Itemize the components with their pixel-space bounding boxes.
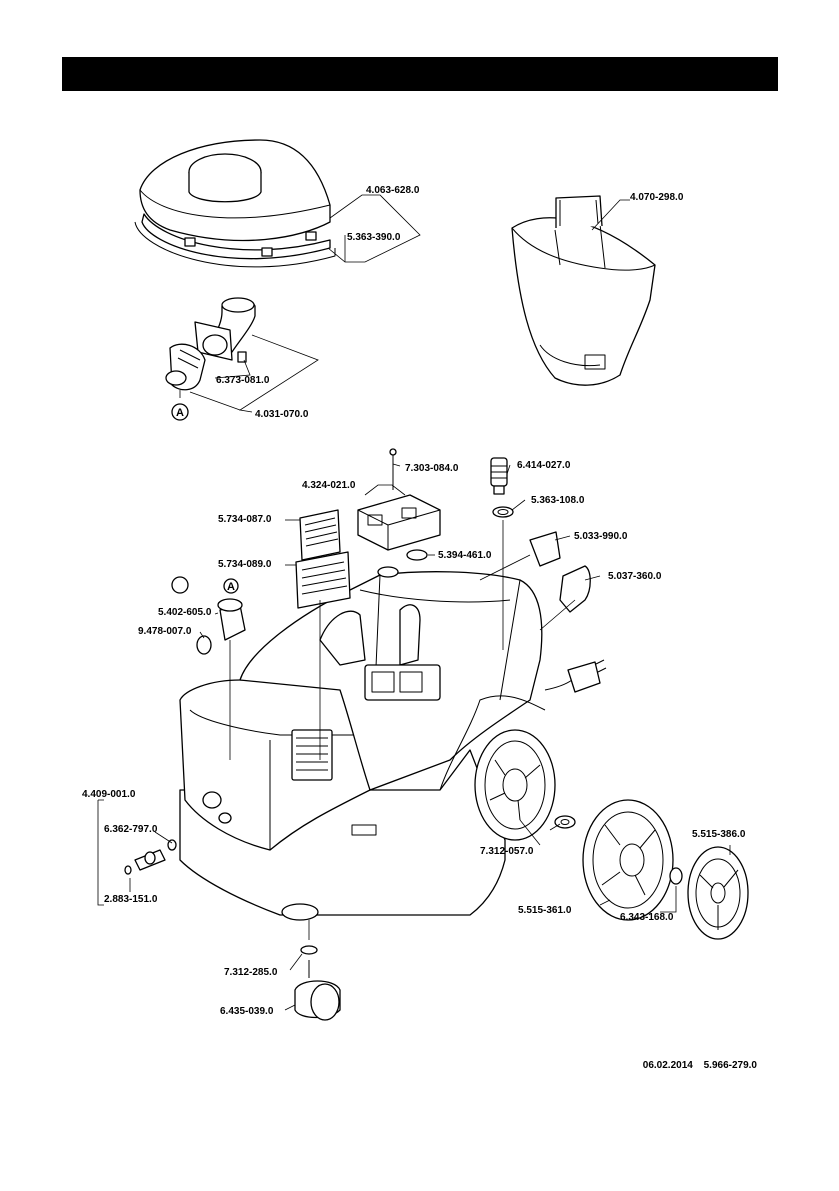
lid-assembly [134, 139, 336, 268]
callout-a-adapter: A [227, 581, 235, 593]
footer-doc-number: 5.966-279.0 [703, 1060, 757, 1071]
dirt-tank-insert [511, 195, 656, 386]
part-label-6414-027: 6.414-027.0 [517, 460, 571, 471]
part-label-9478-007: 9.478-007.0 [138, 626, 192, 637]
small-parts [124, 448, 749, 1021]
document-footer: 06.02.2014 5.966-279.0 [635, 1060, 757, 1071]
part-label-5037-360: 5.037-360.0 [608, 571, 662, 582]
power-plug [544, 659, 607, 693]
part-label-5394-461: 5.394-461.0 [438, 550, 492, 561]
part-label-5515-386: 5.515-386.0 [692, 829, 746, 840]
part-label-4324-021: 4.324-021.0 [302, 480, 356, 491]
part-label-6435-039: 6.435-039.0 [220, 1006, 274, 1017]
part-label-4063-628: 4.063-628.0 [366, 185, 420, 196]
part-label-7312-057: 7.312-057.0 [480, 846, 534, 857]
part-label-5363-390: 5.363-390.0 [347, 232, 401, 243]
callout-a-elbow: A [176, 407, 184, 419]
part-label-5734-089: 5.734-089.0 [218, 559, 272, 570]
part-label-7303-084: 7.303-084.0 [405, 463, 459, 474]
part-label-5734-087: 5.734-087.0 [218, 514, 272, 525]
part-label-5402-605: 5.402-605.0 [158, 607, 212, 618]
part-label-6373-081: 6.373-081.0 [216, 375, 270, 386]
part-label-5033-990: 5.033-990.0 [574, 531, 628, 542]
part-label-7312-285: 7.312-285.0 [224, 967, 278, 978]
part-label-5515-361: 5.515-361.0 [518, 905, 572, 916]
main-body [179, 571, 546, 921]
part-label-4070-298: 4.070-298.0 [630, 192, 684, 203]
footer-date: 06.02.2014 [642, 1060, 693, 1071]
elbow-assembly [165, 297, 256, 421]
part-label-2883-151: 2.883-151.0 [104, 894, 158, 905]
part-label-6343-168: 6.343-168.0 [620, 912, 674, 923]
part-label-6362-797: 6.362-797.0 [104, 824, 158, 835]
header-bar [62, 57, 778, 91]
mounted-rear-wheel [474, 729, 556, 841]
part-label-5363-108: 5.363-108.0 [531, 495, 585, 506]
part-label-4409-001: 4.409-001.0 [82, 789, 136, 800]
leader-lines [97, 194, 731, 1011]
part-label-4031-070: 4.031-070.0 [255, 409, 309, 420]
